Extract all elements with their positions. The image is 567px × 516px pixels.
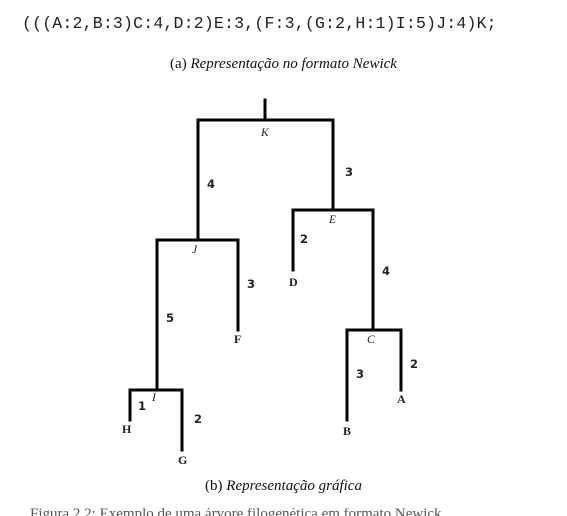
caption-newick-prefix: (a) xyxy=(170,56,191,72)
leaf-label-A: A xyxy=(397,392,406,406)
edge-length-E-D: 2 xyxy=(300,232,308,246)
leaf-label-H: H xyxy=(122,422,132,436)
node-label-E: E xyxy=(328,214,336,226)
leaf-label-G: G xyxy=(178,453,187,467)
caption-newick: (a) Representação no formato Newick xyxy=(0,56,567,73)
caption-newick-text: Representação no formato Newick xyxy=(190,56,397,72)
edge-length-K-E: 3 xyxy=(345,165,353,179)
caption-graphic-prefix: (b) xyxy=(205,478,227,494)
edge-length-J-I: 5 xyxy=(166,311,174,325)
caption-graphic-text: Representação gráfica xyxy=(226,478,362,494)
node-label-J: J xyxy=(192,244,198,256)
node-label-I: I xyxy=(151,392,157,404)
leaf-label-D: D xyxy=(289,275,298,289)
figure-caption-cropped: Figura 2.2: Exemplo de uma árvore filoge… xyxy=(30,508,530,516)
edge-length-I-H: 1 xyxy=(138,399,146,413)
newick-string: (((A:2,B:3)C:4,D:2)E:3,(F:3,(G:2,H:1)I:5… xyxy=(22,14,497,33)
node-label-K: K xyxy=(260,127,270,139)
node-label-C: C xyxy=(367,334,375,346)
figure-caption-text: Figura 2.2: Exemplo de uma árvore filoge… xyxy=(30,508,442,516)
leaf-label-B: B xyxy=(343,424,351,438)
edge-length-K-J: 4 xyxy=(207,177,215,191)
edge-length-E-C: 4 xyxy=(382,264,390,278)
edge-length-I-G: 2 xyxy=(194,412,202,426)
leaf-label-F: F xyxy=(234,332,241,346)
edge-length-C-B: 3 xyxy=(356,367,364,381)
edge-length-C-A: 2 xyxy=(410,357,418,371)
edge-length-J-F: 3 xyxy=(247,277,255,291)
caption-graphic: (b) Representação gráfica xyxy=(0,478,567,495)
